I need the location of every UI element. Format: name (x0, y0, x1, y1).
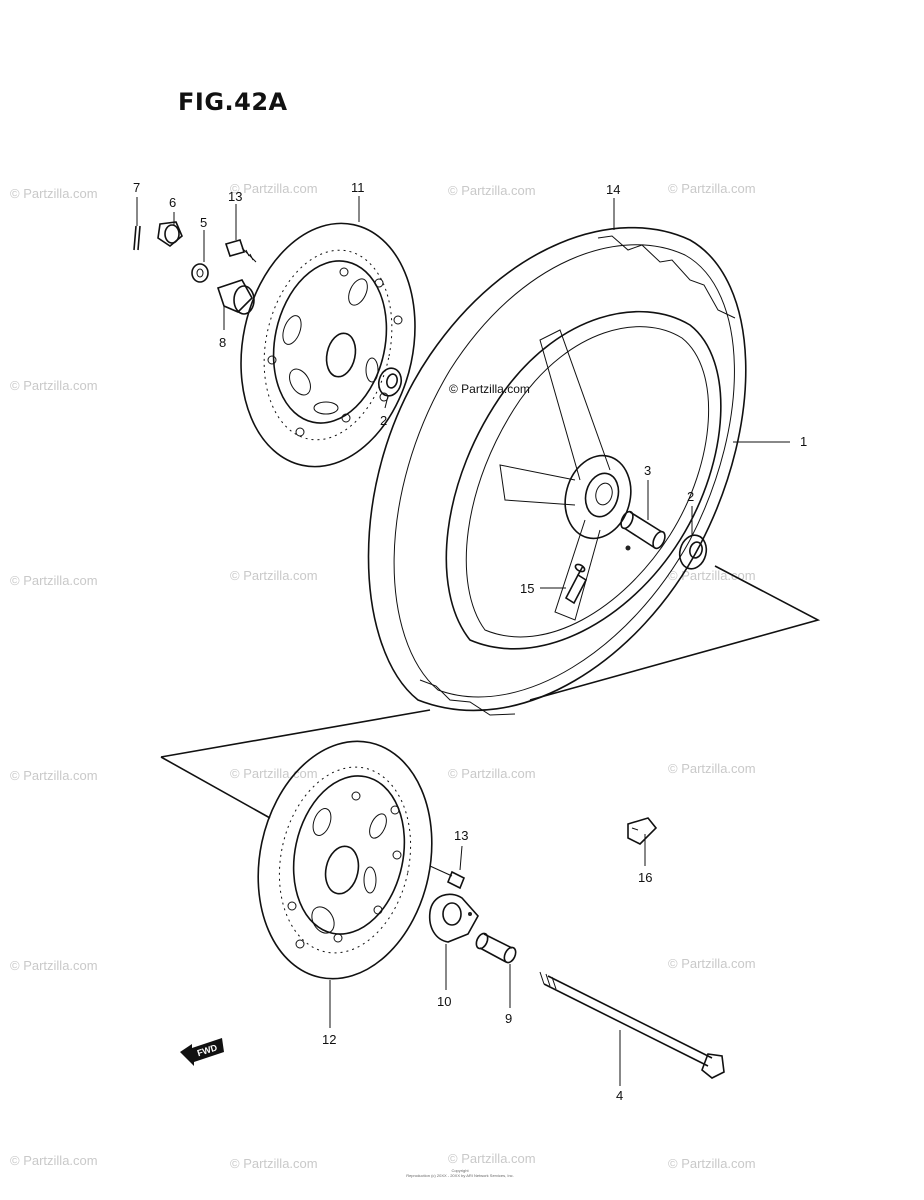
watermark-text-center: © Partzilla.com (449, 382, 530, 396)
bolt-upper (224, 239, 257, 263)
forward-arrow-icon: FWD (180, 1038, 224, 1066)
callout-10: 10 (437, 994, 451, 1009)
front-axle (539, 971, 725, 1079)
callout-16: 16 (638, 870, 652, 885)
watermark-text: © Partzilla.com (448, 1151, 536, 1166)
hub-spacer (620, 510, 666, 550)
watermark-text: © Partzilla.com (230, 568, 318, 583)
tire-valve (564, 563, 588, 605)
watermark-text: © Partzilla.com (10, 186, 98, 201)
callout-9: 9 (505, 1011, 512, 1026)
watermark-text: © Partzilla.com (230, 766, 318, 781)
figure-title: FIG.42A (178, 88, 288, 116)
watermark-text: © Partzilla.com (10, 1153, 98, 1168)
callout-2-right: 2 (687, 489, 694, 504)
callout-13-lower: 13 (454, 828, 468, 843)
copyright-notice: Copyright Reproduction (c) 20XX - 20XX b… (380, 1168, 540, 1178)
callout-7: 7 (133, 180, 140, 195)
lower-brake-disc (257, 740, 433, 980)
wheel-bearing-left (377, 367, 403, 397)
upper-brake-disc (240, 222, 416, 468)
watermark-text: © Partzilla.com (448, 766, 536, 781)
callout-15: 15 (520, 581, 534, 596)
callout-4: 4 (616, 1088, 623, 1103)
callout-12: 12 (322, 1032, 336, 1047)
axle-spacer (475, 932, 517, 964)
callout-6: 6 (169, 195, 176, 210)
collar (216, 279, 255, 315)
callout-5: 5 (200, 215, 207, 230)
watermark-text: © Partzilla.com (668, 1156, 756, 1171)
copyright-line2: Reproduction (c) 20XX - 20XX by ARI Netw… (406, 1173, 514, 1178)
callout-1: 1 (800, 434, 807, 449)
watermark-text: © Partzilla.com (668, 761, 756, 776)
watermark-text: © Partzilla.com (668, 956, 756, 971)
callout-8: 8 (219, 335, 226, 350)
front-wheel-assembly (367, 227, 747, 716)
callout-numbers: 7 6 5 13 8 11 2 14 1 3 2 15 13 16 10 9 1… (133, 180, 807, 1103)
wheel-bearing-right (678, 534, 708, 570)
axle-nut (157, 221, 183, 247)
callout-11: 11 (351, 180, 365, 195)
watermark-text: © Partzilla.com (230, 1156, 318, 1171)
cotter-pin (133, 225, 141, 251)
watermark-text: © Partzilla.com (230, 181, 318, 196)
leader-lines (136, 196, 790, 1086)
watermark-text: © Partzilla.com (668, 181, 756, 196)
watermark-layer: © Partzilla.com © Partzilla.com © Partzi… (10, 181, 756, 1171)
watermark-text: © Partzilla.com (448, 183, 536, 198)
callout-14: 14 (606, 182, 620, 197)
watermark-text: © Partzilla.com (10, 958, 98, 973)
watermark-text: © Partzilla.com (10, 378, 98, 393)
watermark-text: © Partzilla.com (10, 768, 98, 783)
copyright-line1: Copyright (451, 1168, 469, 1173)
hub-flange (428, 893, 479, 943)
washer (191, 263, 209, 283)
callout-13-upper: 13 (228, 189, 242, 204)
watermark-text: © Partzilla.com (668, 568, 756, 583)
callout-3: 3 (644, 463, 651, 478)
balance-clip (627, 817, 658, 845)
bolt-lower (429, 865, 466, 890)
watermark-text: © Partzilla.com (10, 573, 98, 588)
callout-2-left: 2 (380, 413, 387, 428)
